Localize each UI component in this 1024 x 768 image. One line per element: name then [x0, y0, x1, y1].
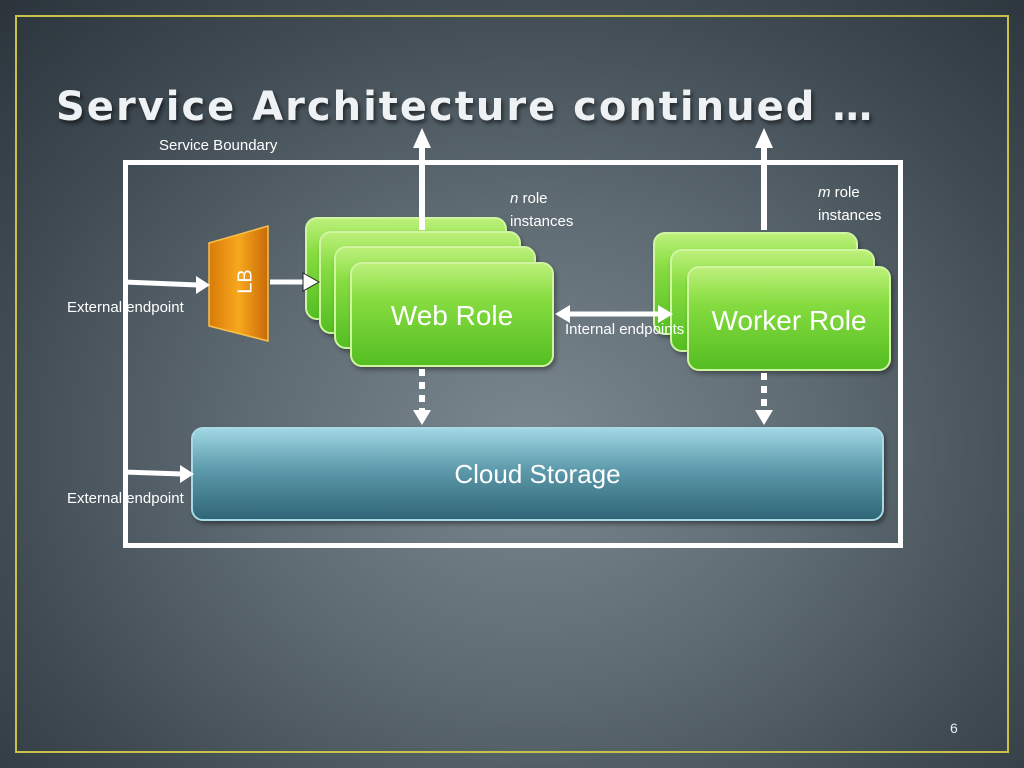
service-boundary-label: Service Boundary: [159, 137, 278, 154]
external-endpoint-arrowhead-top: [196, 276, 210, 294]
worker-role-up-arrowhead: [755, 128, 773, 148]
cloud-storage-label: Cloud Storage: [454, 459, 621, 489]
web-role-label: Web Role: [390, 300, 514, 331]
internal-arrowhead-left: [555, 305, 570, 323]
worker-role-instances-var: m: [818, 184, 831, 201]
service-boundary-box: [123, 160, 903, 548]
cloud-storage-box: Cloud Storage: [191, 427, 884, 521]
worker-role-card: Worker Role: [687, 266, 891, 371]
external-endpoint-label-top: External endpoint: [67, 299, 184, 316]
external-endpoint-arrow-bottom: [124, 469, 183, 477]
external-endpoint-arrow-top: [124, 279, 199, 288]
internal-endpoints-label: Internal endpoints: [565, 321, 685, 338]
load-balancer-label: LB: [234, 269, 257, 294]
page-number: 6: [950, 720, 958, 736]
internal-arrowhead-right: [658, 305, 673, 323]
lb-to-web-arrowhead: [302, 272, 321, 292]
external-endpoint-label-bottom: External endpoint: [67, 490, 184, 507]
worker-role-instances-text2: instances: [818, 207, 882, 224]
web-role-up-arrowhead: [413, 128, 431, 148]
external-endpoint-arrowhead-bottom: [180, 465, 194, 483]
slide-title: Service Architecture continued …: [56, 84, 875, 130]
load-balancer-shape: [208, 225, 269, 342]
web-role-instances-text: role: [522, 190, 548, 207]
web-to-storage-arrowhead: [413, 410, 431, 425]
slide-frame: [15, 15, 1009, 753]
worker-to-storage-arrowhead: [755, 410, 773, 425]
web-role-instances-text2: instances: [510, 213, 574, 230]
web-role-card: Web Role: [350, 262, 554, 367]
worker-role-instances-label: m role instances: [818, 181, 881, 227]
web-role-instances-var: n: [510, 190, 519, 207]
web-role-instances-label: n role instances: [510, 187, 573, 233]
worker-role-label: Worker Role: [711, 305, 867, 336]
worker-role-instances-text: role: [834, 184, 860, 201]
